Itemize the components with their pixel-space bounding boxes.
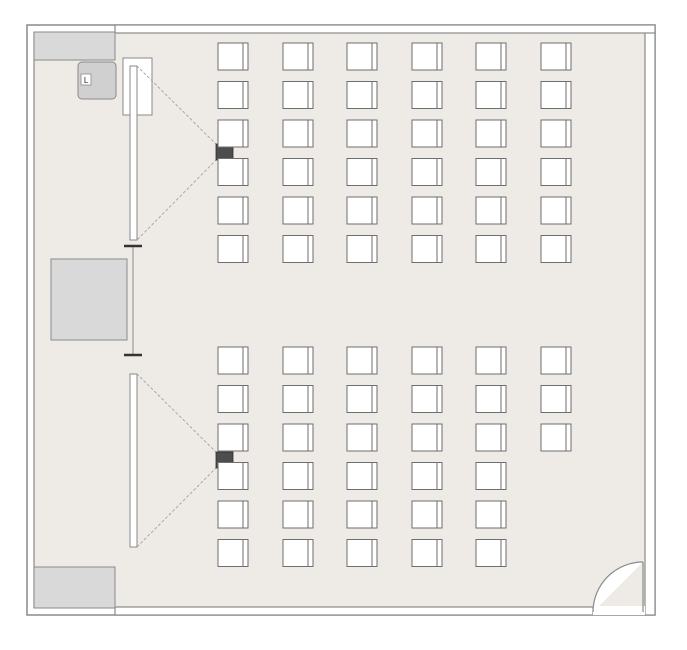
- projection-line: [136, 151, 225, 241]
- seat: [217, 158, 249, 186]
- lectern: L: [77, 61, 117, 100]
- seat: [540, 81, 572, 109]
- seat: [475, 42, 507, 71]
- projection-lines: [136, 65, 225, 548]
- seat: [475, 81, 507, 109]
- seat: [411, 423, 443, 452]
- seat: [217, 119, 249, 148]
- seat: [540, 235, 572, 263]
- projection-screens: [122, 57, 153, 548]
- screen-top: [129, 65, 138, 241]
- seat: [217, 81, 249, 109]
- seat: [346, 539, 378, 567]
- seat: [475, 196, 507, 225]
- seat: [346, 462, 378, 490]
- seat: [217, 539, 249, 567]
- seat: [346, 158, 378, 186]
- seat: [346, 385, 378, 413]
- seat: [282, 539, 314, 567]
- door-swing-icon: [592, 561, 645, 615]
- lectern-icon: [77, 61, 117, 100]
- seat: [411, 42, 443, 71]
- seat: [282, 196, 314, 225]
- seat: [411, 119, 443, 148]
- seat: [346, 423, 378, 452]
- projection-line: [136, 373, 225, 461]
- seat: [217, 235, 249, 263]
- seat: [346, 42, 378, 71]
- seat: [475, 235, 507, 263]
- seat: [411, 385, 443, 413]
- seat: [411, 462, 443, 490]
- seat: [540, 385, 572, 413]
- seat: [346, 235, 378, 263]
- seat: [346, 196, 378, 225]
- seat: [411, 500, 443, 529]
- seat: [540, 42, 572, 71]
- seat: [346, 119, 378, 148]
- seat: [540, 346, 572, 375]
- seat: [217, 500, 249, 529]
- seat: [217, 42, 249, 71]
- seat: [282, 119, 314, 148]
- wall-block-bottom-left: [33, 566, 116, 609]
- wall-top: [114, 24, 656, 34]
- lectern-label-box: [80, 73, 92, 86]
- seat: [475, 500, 507, 529]
- seat: [346, 346, 378, 375]
- seat: [282, 81, 314, 109]
- seat: [540, 423, 572, 452]
- seat: [217, 462, 249, 490]
- seat: [475, 346, 507, 375]
- seat: [282, 500, 314, 529]
- seat: [217, 196, 249, 225]
- door-swing-arc: [592, 561, 644, 613]
- seat: [282, 235, 314, 263]
- door-opening: [593, 606, 645, 615]
- wall-right: [644, 31, 656, 616]
- seat: [282, 158, 314, 186]
- seat: [346, 500, 378, 529]
- seat: [217, 346, 249, 375]
- seat: [475, 423, 507, 452]
- seat: [282, 42, 314, 71]
- projection-line: [136, 65, 225, 153]
- seat: [217, 423, 249, 452]
- seat: [475, 119, 507, 148]
- seat: [475, 385, 507, 413]
- seat: [540, 119, 572, 148]
- seat: [411, 158, 443, 186]
- seat: [282, 346, 314, 375]
- seat: [411, 235, 443, 263]
- wall-block-top-left: [33, 31, 116, 61]
- screen-bottom: [129, 373, 138, 548]
- seating-block-back: [217, 346, 572, 567]
- seat: [475, 539, 507, 567]
- seat: [282, 385, 314, 413]
- seat: [475, 158, 507, 186]
- seat: [282, 462, 314, 490]
- seating-block-front: [217, 42, 572, 263]
- seat: [411, 346, 443, 375]
- wall-bottom: [114, 606, 594, 616]
- seat: [346, 81, 378, 109]
- seat: [411, 196, 443, 225]
- seat: [411, 539, 443, 567]
- seat: [540, 196, 572, 225]
- seat: [475, 462, 507, 490]
- seat: [540, 158, 572, 186]
- side-table: [50, 258, 128, 341]
- projection-line: [136, 459, 225, 548]
- seat: [217, 385, 249, 413]
- seat: [411, 81, 443, 109]
- lectern-label: L: [84, 76, 89, 85]
- seat: [282, 423, 314, 452]
